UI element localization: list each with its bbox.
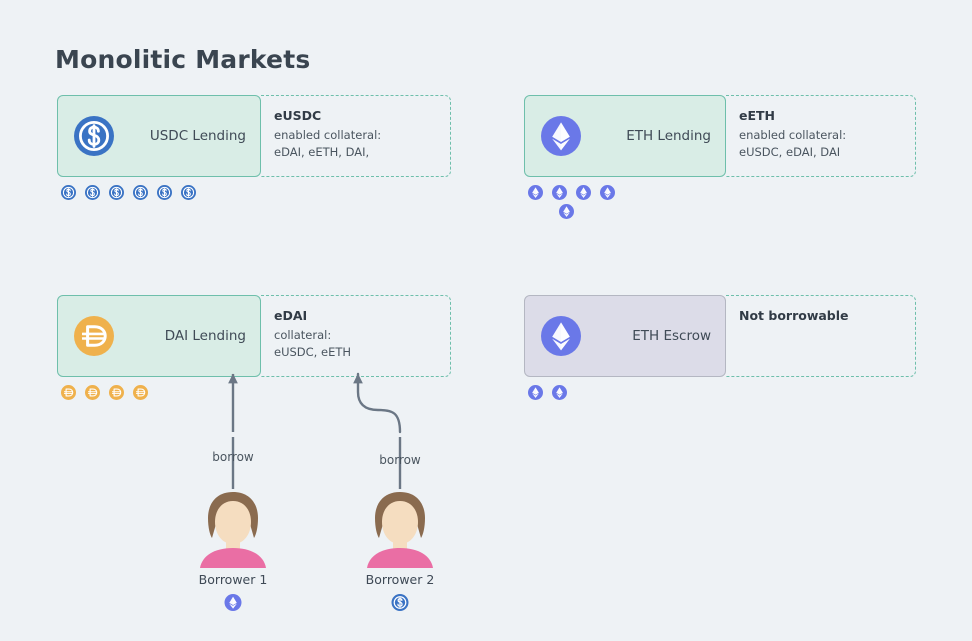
borrower-2-flow-label: borrow — [379, 453, 421, 467]
eth-lending-coin — [559, 204, 574, 219]
borrower-2-avatar — [357, 488, 443, 570]
usdc-lending-collateral-title: eUSDC — [274, 108, 322, 123]
eth-escrow-coin — [528, 385, 543, 400]
eth-lending-label: ETH Lending — [626, 128, 711, 144]
borrower-2-name: Borrower 2 — [365, 572, 435, 587]
dai-lending-coin — [133, 385, 148, 400]
eth-lending-coin — [528, 185, 543, 200]
market-eth-lending: ETH Lending eETH enabled collateral: eUSDC,… — [524, 95, 916, 219]
eth-escrow-box[interactable]: ETH Escrow — [524, 295, 726, 377]
eth-lending-box[interactable]: ETH Lending — [524, 95, 726, 177]
eth-lending-coin — [576, 185, 591, 200]
dai-lending-coin — [85, 385, 100, 400]
eth-lending-collateral-line-2: eUSDC, eDAI, DAI — [739, 144, 841, 159]
usdc-lending-collateral-line-2: eDAI, eETH, DAI, — [274, 144, 370, 159]
eth-escrow-collateral-panel: Not borrowable — [726, 295, 916, 377]
eth-lending-collateral-panel: eETH enabled collateral: eUSDC, eDAI, DAI — [726, 95, 916, 177]
eth-escrow-coin — [552, 385, 567, 400]
eth-escrow-label: ETH Escrow — [632, 328, 711, 344]
usdc-lending-label: USDC Lending — [149, 128, 246, 144]
dai-lending-box[interactable]: DAI Lending — [57, 295, 261, 377]
dai-lending-label: DAI Lending — [164, 328, 246, 344]
market-dai-lending: DAI Lending eDAI collateral: eUSDC, eETH — [57, 295, 451, 417]
borrower-1-name: Borrower 1 — [198, 572, 268, 587]
market-eth-escrow: ETH Escrow Not borrowable — [524, 295, 916, 417]
usdc-lending-collateral-panel: eUSDC enabled collateral: eDAI, eETH, DAI, — [261, 95, 451, 177]
dai-lending-collateral-panel: eDAI collateral: eUSDC, eETH — [261, 295, 451, 377]
dai-lending-collateral-title: eDAI — [274, 308, 308, 323]
usdc-lending-coin — [61, 185, 76, 200]
page-title: Monolitic Markets — [55, 45, 311, 74]
dai-lending-collateral-line-1: collateral: — [274, 328, 332, 342]
usdc-lending-collateral-line-1: enabled collateral: — [274, 128, 382, 142]
eth-icon — [541, 316, 581, 356]
usdc-icon — [74, 116, 114, 156]
dai-icon — [74, 316, 114, 356]
borrower-1-flow-label: borrow — [212, 450, 254, 464]
eth-lending-collateral-title: eETH — [739, 108, 776, 123]
borrower-1-avatar — [190, 488, 276, 570]
borrower-2-usdc-icon — [391, 594, 409, 611]
dai-lending-coin — [109, 385, 124, 400]
dai-lending-coin — [61, 385, 76, 400]
borrower-1-eth-icon — [224, 594, 242, 611]
usdc-lending-coin — [133, 185, 148, 200]
usdc-lending-box[interactable]: USDC Lending — [57, 95, 261, 177]
dai-lending-collateral-line-2: eUSDC, eETH — [274, 344, 352, 359]
eth-lending-coin — [552, 185, 567, 200]
market-usdc-lending: USDC Lending eUSDC enabled collateral: eDAI… — [57, 95, 451, 217]
eth-lending-collateral-line-1: enabled collateral: — [739, 128, 847, 142]
eth-escrow-collateral-title: Not borrowable — [739, 308, 849, 323]
usdc-lending-coin — [181, 185, 196, 200]
eth-icon — [541, 116, 581, 156]
usdc-lending-coin — [157, 185, 172, 200]
eth-lending-coin — [600, 185, 615, 200]
usdc-lending-coin — [85, 185, 100, 200]
usdc-lending-coin — [109, 185, 124, 200]
